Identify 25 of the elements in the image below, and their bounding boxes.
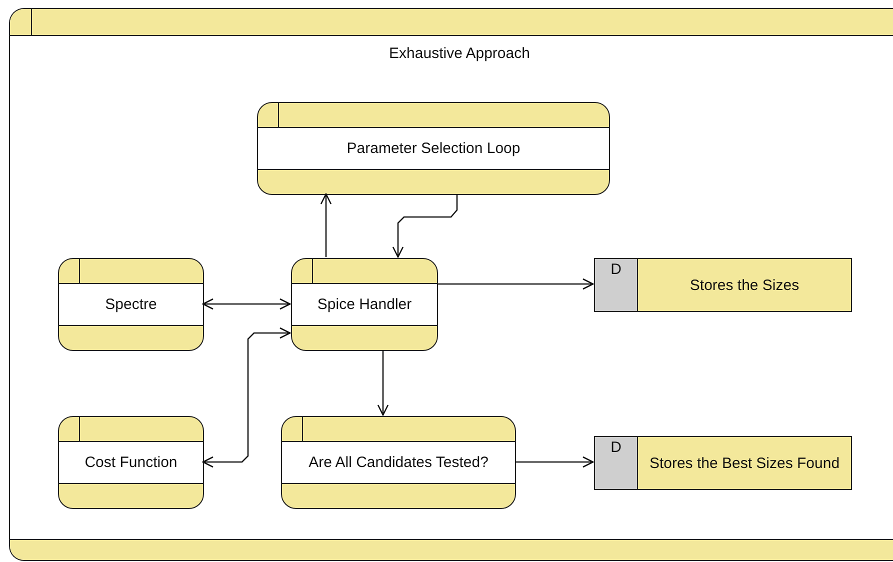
store-label: Stores the Best Sizes Found (649, 454, 840, 472)
store-label: Stores the Sizes (690, 276, 800, 294)
arrow (515, 456, 594, 468)
arrow (377, 350, 389, 416)
process-box (58, 258, 204, 351)
data-store (594, 258, 852, 312)
process-box (58, 416, 204, 509)
process-label: Spice Handler (317, 296, 412, 313)
arrow (392, 194, 458, 258)
data-store (594, 436, 852, 490)
process-box (257, 102, 610, 195)
arrow (202, 327, 291, 468)
process-box (281, 416, 516, 509)
arrow (320, 193, 332, 257)
store-id: D (610, 261, 622, 278)
process-label: Are All Candidates Tested? (308, 454, 488, 471)
group-title: Exhaustive Approach (388, 45, 531, 62)
group-container (9, 8, 893, 561)
arrow (437, 278, 594, 290)
arrow (202, 298, 291, 310)
process-label: Spectre (105, 296, 157, 313)
process-label: Parameter Selection Loop (346, 140, 520, 157)
store-id: D (610, 439, 622, 456)
process-box (291, 258, 438, 351)
process-label: Cost Function (84, 454, 178, 471)
